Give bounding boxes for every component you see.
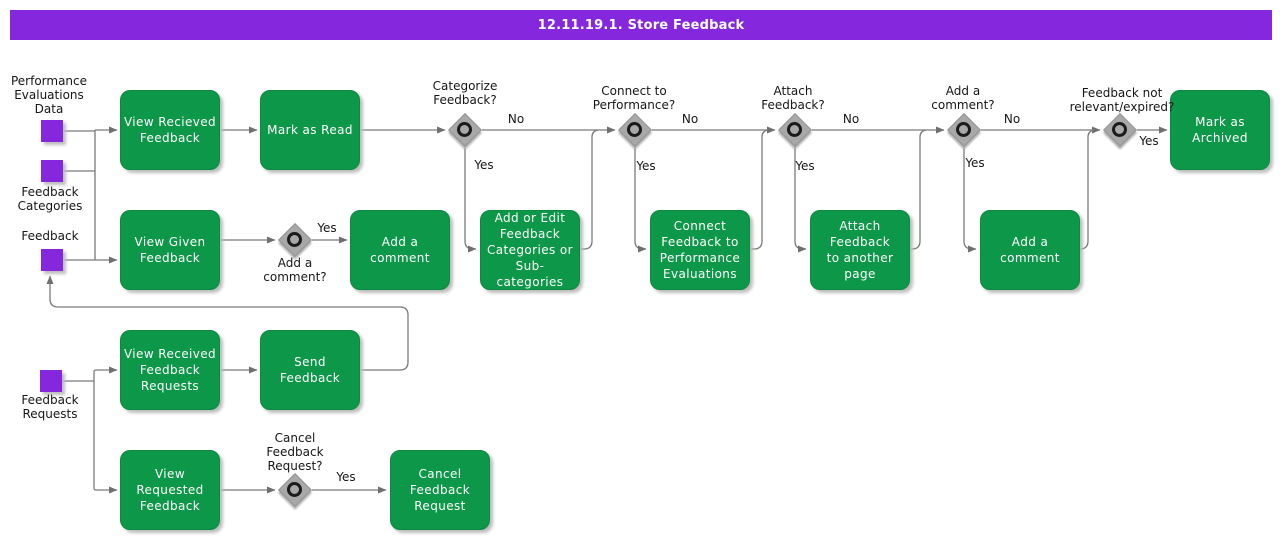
branch-label-yes-attach: Yes [795,159,815,173]
decision-label-connect-to-performance: Connect to Performance? [592,84,676,112]
title-bar: 12.11.19.1. Store Feedback [10,10,1272,40]
branch-label-no-attach: No [842,112,860,126]
branch-label-yes-comment: Yes [965,156,985,170]
decision-attach-feedback [778,113,812,147]
activity-mark-as-archived: Mark as Archived [1170,90,1270,170]
activity-add-a-comment-mid: Add a comment [350,210,450,290]
decision-circle-icon [787,122,802,137]
activity-view-requested-feedback: View Requested Feedback [120,450,220,530]
branch-label-yes-cancel: Yes [336,470,356,484]
object-performance-evaluations-data [41,120,63,142]
branch-label-yes-archive: Yes [1139,134,1159,148]
decision-circle-icon [457,122,472,137]
decision-label-cancel-feedback-request: Cancel Feedback Request? [266,431,324,473]
activity-add-a-comment-top: Add a comment [980,210,1080,290]
decision-feedback-not-relevant [1103,113,1137,147]
object-label-feedback-categories: Feedback Categories [17,185,83,213]
decision-categorize-feedback [448,113,482,147]
decision-add-a-comment-mid [278,223,312,257]
branch-label-yes-comment-mid: Yes [317,221,337,235]
branch-label-yes-categorize: Yes [474,158,494,172]
decision-circle-icon [1112,122,1127,137]
object-label-feedback-requests: Feedback Requests [21,393,79,421]
activity-view-given-feedback: View Given Feedback [120,210,220,290]
decision-label-categorize-feedback: Categorize Feedback? [432,79,498,107]
branch-label-no-categorize: No [507,112,525,126]
activity-mark-as-read: Mark as Read [260,90,360,170]
object-label-feedback: Feedback [21,229,79,243]
object-feedback-requests [40,370,62,392]
activity-connect-feedback-to-performance: Connect Feedback to Performance Evaluati… [650,210,750,290]
decision-circle-icon [956,122,971,137]
decision-add-a-comment-top [947,113,981,147]
branch-label-no-comment: No [1003,112,1021,126]
activity-send-feedback: Send Feedback [260,330,360,410]
decision-circle-icon [627,122,642,137]
branch-label-no-connect: No [681,112,699,126]
activity-add-or-edit-categories: Add or Edit Feedback Categories or Sub-c… [480,210,580,290]
decision-label-attach-feedback: Attach Feedback? [761,84,825,112]
decision-label-add-a-comment-mid: Add a comment? [263,256,327,284]
decision-cancel-feedback-request [278,473,312,507]
decision-circle-icon [287,232,302,247]
object-feedback-categories [41,160,63,182]
object-label-performance-evaluations-data: Performance Evaluations Data [10,74,88,116]
activity-view-recieved-feedback: View Recieved Feedback [120,90,220,170]
activity-attach-feedback-to-page: Attach Feedback to another page [810,210,910,290]
activity-cancel-feedback-request: Cancel Feedback Request [390,450,490,530]
diagram-title: 12.11.19.1. Store Feedback [537,17,745,33]
object-feedback [41,249,63,271]
decision-connect-to-performance [618,113,652,147]
decision-label-add-a-comment-top: Add a comment? [931,84,995,112]
activity-view-received-feedback-requests: View Received Feedback Requests [120,330,220,410]
branch-label-yes-connect: Yes [636,159,656,173]
decision-label-feedback-not-relevant: Feedback not relevant/expired? [1069,86,1175,114]
decision-circle-icon [287,482,302,497]
